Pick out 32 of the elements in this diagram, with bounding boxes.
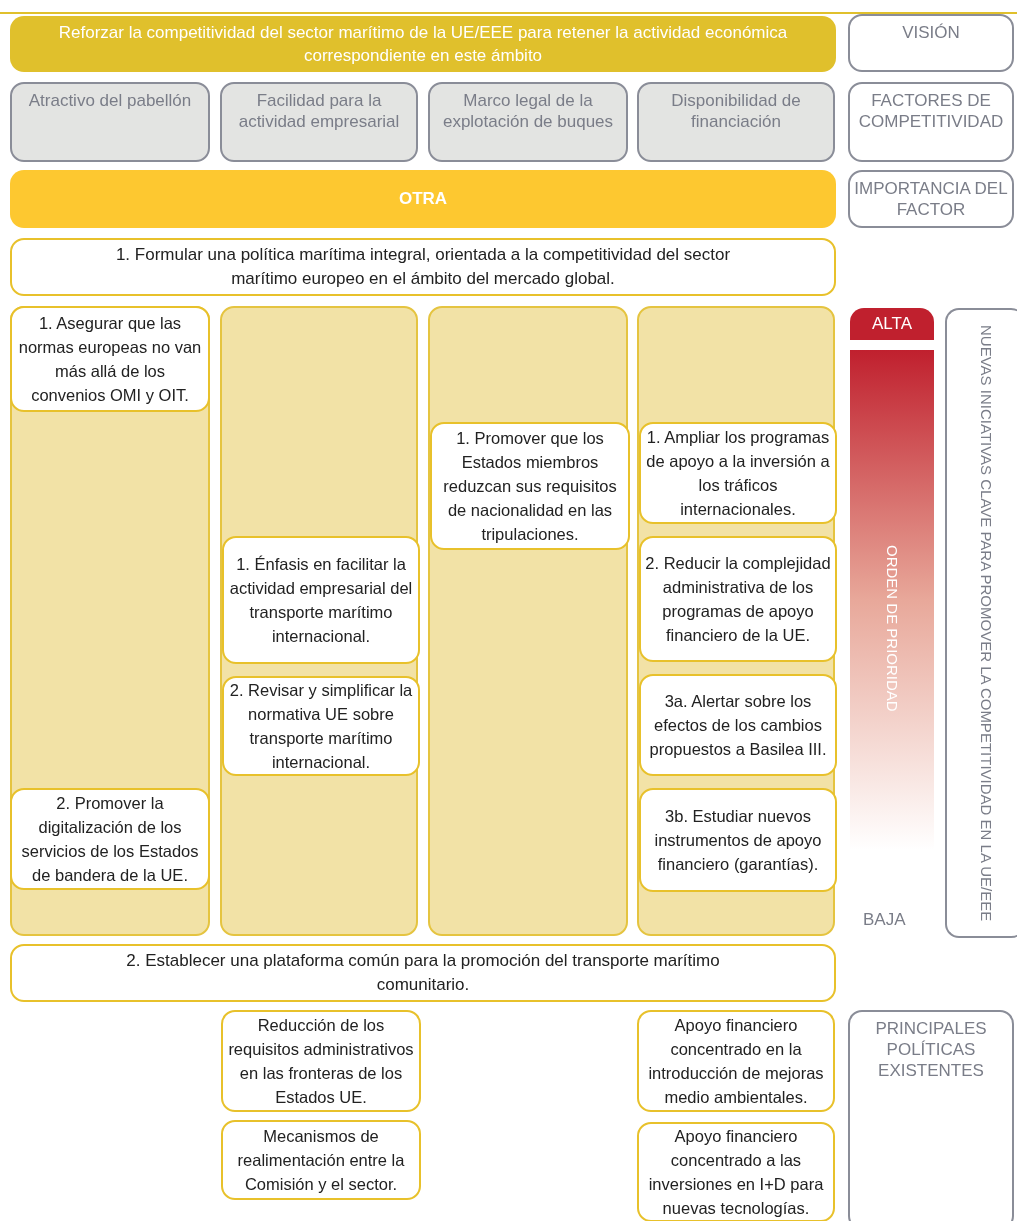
row-heading: FACTORES DE COMPETITIVIDAD [848, 82, 1014, 162]
policy-box: Apoyo financiero concentrado en la introducción de mejoras medio ambientales. [637, 1010, 835, 1112]
row-heading: IMPORTANCIA DEL FACTOR [848, 170, 1014, 228]
factor-box: Facilidad para la actividad empresarial [220, 82, 418, 162]
vision-banner: Reforzar la competitividad del sector marítimo de la UE/EEE para retener la actividad económica correspondiente en este ámbito [10, 16, 836, 72]
initiative-box: 1. Formular una política marítima integral, orientada a la competitividad del sector marítimo europeo en el ámbito del mercado global. [10, 238, 836, 296]
policy-box: Mecanismos de realimentación entre la Comisión y el sector. [221, 1120, 421, 1200]
initiative-box: 2. Establecer una plataforma común para la promoción del transporte marítimo comunitario. [10, 944, 836, 1002]
column-panel [637, 306, 835, 936]
factor-box: Marco legal de la explotación de buques [428, 82, 628, 162]
row-heading: NUEVAS INICIATIVAS CLAVE PARA PROMOVER LA COMPETITIVIDAD EN LA UE/EEE [945, 308, 1017, 938]
initiative-box: 1. Promover que los Estados miembros reduzcan sus requisitos de nacionalidad en las tripulaciones. [430, 422, 630, 550]
importance-banner: OTRA [10, 170, 836, 228]
scale-label: BAJA [863, 910, 906, 930]
factor-box: Disponibilidad de financiación [637, 82, 835, 162]
column-panel [220, 306, 418, 936]
initiative-box: 2. Revisar y simplificar la normativa UE sobre transporte marítimo internacional. [222, 676, 420, 776]
policy-box: Reducción de los requisitos administrativos en las fronteras de los Estados UE. [221, 1010, 421, 1112]
row-heading: PRINCIPALES POLÍTICAS EXISTENTES [848, 1010, 1014, 1221]
policy-box: Apoyo financiero concentrado a las inversiones en I+D para nuevas tecnologías. [637, 1122, 835, 1221]
column-panel [428, 306, 628, 936]
initiative-box: 3b. Estudiar nuevos instrumentos de apoyo financiero (garantías). [639, 788, 837, 892]
initiative-box: 1. Asegurar que las normas europeas no van más allá de los convenios OMI y OIT. [10, 306, 210, 412]
row-heading: VISIÓN [848, 14, 1014, 72]
factor-box: Atractivo del pabellón [10, 82, 210, 162]
initiative-box: 1. Énfasis en facilitar la actividad empresarial del transporte marítimo internacional. [222, 536, 420, 664]
column-panel [10, 306, 210, 936]
priority-tab: ALTA [850, 308, 934, 340]
initiative-box: 3a. Alertar sobre los efectos de los cambios propuestos a Basilea III. [639, 674, 837, 776]
initiative-box: 2. Reducir la complejidad administrativa de los programas de apoyo financiero de la UE. [639, 536, 837, 662]
initiative-box: 2. Promover la digitalización de los servicios de los Estados de bandera de la UE. [10, 788, 210, 890]
initiative-box: 1. Ampliar los programas de apoyo a la inversión a los tráficos internacionales. [639, 422, 837, 524]
